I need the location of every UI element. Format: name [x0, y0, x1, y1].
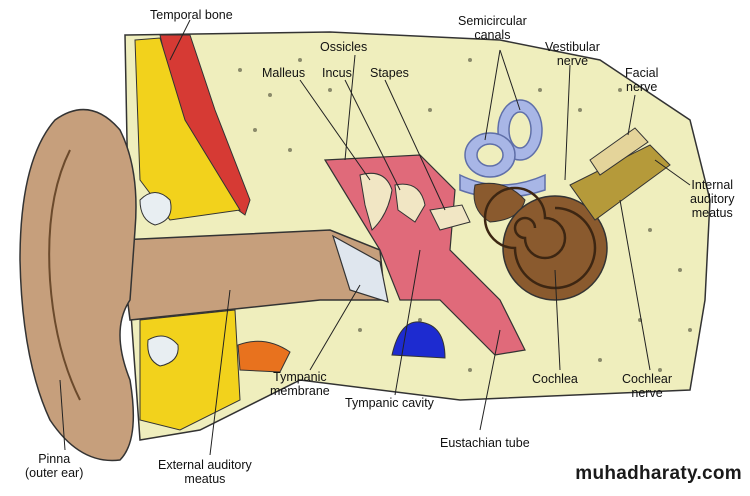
leader-lines	[59, 19, 691, 456]
label-incus: Incus	[322, 66, 352, 80]
label-malleus: Malleus	[262, 66, 306, 80]
watermark: muhadharaty.com	[575, 463, 742, 484]
eardrum	[331, 234, 389, 303]
ossicle-chain	[359, 172, 471, 231]
cochlea-spiral	[483, 186, 608, 301]
label-tympanic-cavity: Tympanic cavity	[345, 396, 434, 410]
fat-tissue-upper	[134, 37, 241, 221]
label-cochlea: Cochlea	[532, 372, 578, 386]
pinna-fold	[48, 149, 81, 401]
bone-texture	[238, 58, 692, 372]
label-pinna: Pinna(outer ear)	[25, 452, 84, 480]
blood-vessel	[391, 321, 446, 359]
label-ossicles: Ossicles	[320, 40, 368, 54]
label-stapes: Stapes	[370, 66, 409, 80]
label-temporal-bone: Temporal bone	[150, 8, 233, 22]
label-eustachian-tube: Eustachian tube	[440, 436, 530, 450]
parotid-tissue	[237, 340, 291, 373]
fat-gap-lower	[147, 335, 179, 367]
pinna-shape	[19, 108, 137, 462]
fat-gap-upper	[139, 192, 172, 226]
facial-nerve-bundle	[589, 127, 649, 176]
